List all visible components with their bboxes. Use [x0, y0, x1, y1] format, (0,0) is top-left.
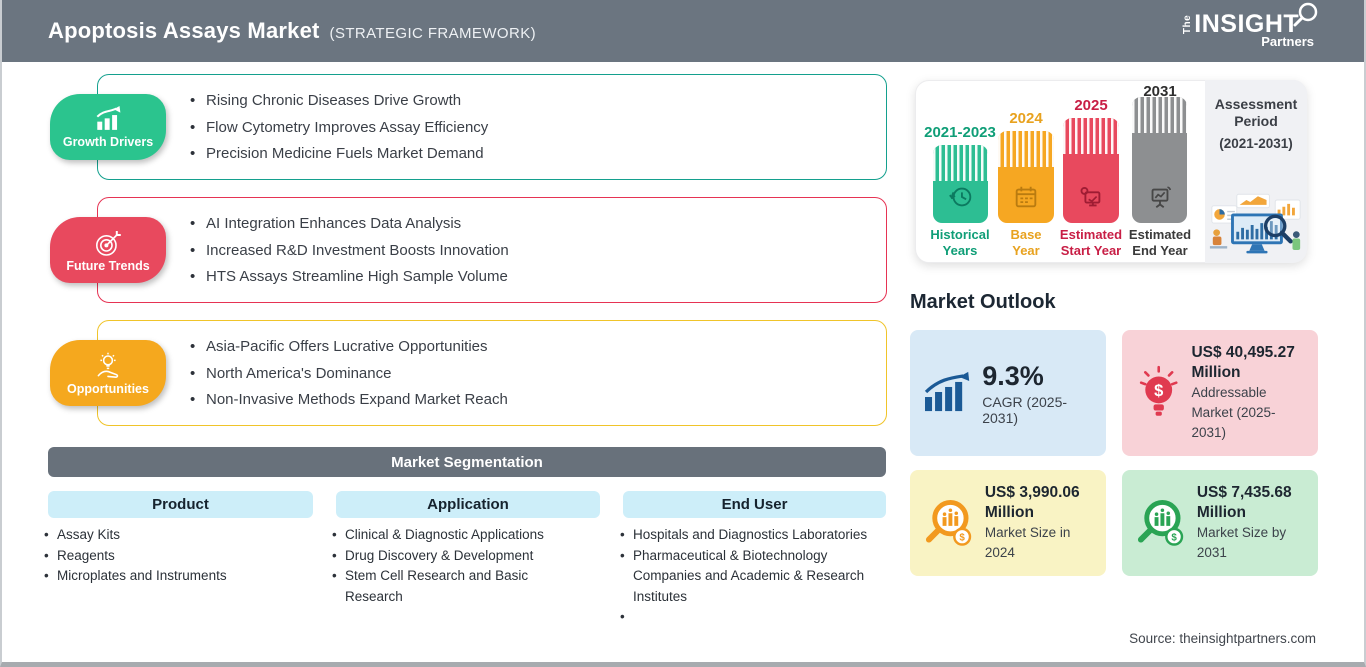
timeline-year-start: 2025	[1074, 97, 1108, 114]
insight-partners-logo: The INSIGHT Partners	[1178, 2, 1318, 49]
list-item: •Reagents	[44, 547, 115, 563]
assessment-period-range: (2021-2031)	[1219, 136, 1293, 151]
growth-drivers-badge: Growth Drivers	[50, 94, 166, 160]
timeline-year-end: 2031	[1143, 83, 1177, 100]
cagr-card: 9.3% CAGR (2025-2031)	[910, 330, 1106, 456]
application-list: •Clinical & Diagnostic Applications •Dru…	[332, 525, 577, 607]
timeline-bar-start	[1063, 118, 1119, 223]
list-item: •Flow Cytometry Improves Assay Efficienc…	[190, 118, 489, 136]
addressable-market-desc: Addressable Market (2025-2031)	[1191, 385, 1276, 440]
cagr-desc: CAGR (2025-2031)	[982, 393, 1068, 426]
logo-the-text: The	[1182, 14, 1194, 35]
assessment-period-line2: Period	[1234, 113, 1278, 129]
market-size-2024-card: $ US$ 3,990.06 Million Market Size in 20…	[910, 470, 1106, 576]
opportunities-badge: Opportunities	[50, 340, 166, 406]
list-item: •	[620, 609, 625, 624]
opportunities-label: Opportunities	[67, 381, 149, 396]
segment-header-product: Product	[48, 491, 313, 518]
page-title: Apoptosis Assays Market	[48, 18, 320, 43]
dollar-bulb-icon: $	[1139, 365, 1178, 416]
list-item: •HTS Assays Streamline High Sample Volum…	[190, 268, 508, 286]
growth-drivers-list: •Rising Chronic Diseases Drive Growth •F…	[190, 74, 875, 180]
calendar-icon	[1015, 186, 1037, 208]
opportunities-box	[97, 320, 887, 426]
timeline-bar-end	[1132, 97, 1187, 223]
cagr-value: 9.3%	[982, 360, 1044, 391]
list-item: •Non-Invasive Methods Expand Market Reac…	[190, 391, 508, 409]
timeline-year-historical: 2021-2023	[924, 124, 996, 141]
target-dart-icon	[96, 230, 121, 256]
header-bar: Apoptosis Assays Market (STRATEGIC FRAME…	[0, 0, 1366, 62]
monitor-gear-icon	[1080, 187, 1101, 207]
timeline-bar-historical	[933, 145, 988, 223]
addressable-market-value: US$ 40,495.27 Million	[1191, 344, 1295, 381]
source-attribution: Source: theinsightpartners.com	[1129, 631, 1316, 646]
history-clock-icon	[948, 187, 971, 207]
timeline-label-start: Estimated Start Year	[1059, 227, 1123, 258]
future-trends-box	[97, 197, 887, 303]
market-segmentation-header: Market Segmentation	[48, 447, 886, 477]
page-title-group: Apoptosis Assays Market (STRATEGIC FRAME…	[48, 0, 536, 62]
svg-text:$: $	[959, 533, 965, 544]
list-item: •Asia-Pacific Offers Lucrative Opportuni…	[190, 337, 488, 355]
list-item: •Microplates and Instruments	[44, 568, 227, 583]
timeline-label-base: Base Year	[1010, 227, 1042, 258]
market-outlook-title: Market Outlook	[910, 291, 1056, 313]
market-size-2024-value: US$ 3,990.06 Million	[984, 484, 1080, 521]
market-size-2024-desc: Market Size in 2024	[984, 525, 1071, 560]
presentation-chart-icon	[1151, 186, 1171, 209]
timeline-label-historical: Historical Years	[930, 227, 990, 258]
bulb-in-hand-icon	[97, 352, 119, 378]
market-size-2031-card: $ US$ 7,435.68 Million Market Size by 20…	[1122, 470, 1318, 576]
logo-insight-text: INSIGHT	[1194, 10, 1300, 38]
future-trends-list: •AI Integration Enhances Data Analysis •…	[190, 197, 875, 303]
list-item: •Rising Chronic Diseases Drive Growth	[190, 91, 462, 109]
growth-arrow-chart-icon	[924, 371, 970, 412]
page-subtitle: (STRATEGIC FRAMEWORK)	[329, 25, 536, 42]
list-item: •Clinical & Diagnostic Applications	[332, 527, 544, 542]
svg-text:$: $	[1154, 381, 1163, 400]
future-trends-badge: Future Trends	[50, 217, 166, 283]
market-size-2031-desc: Market Size by 2031	[1196, 525, 1287, 560]
list-item: •Increased R&D Investment Boosts Innovat…	[190, 241, 509, 259]
magnifier-chart-icon-green: $	[1137, 500, 1184, 546]
list-item: •North America's Dominance	[190, 364, 392, 382]
addressable-market-card: $ US$ 40,495.27 Million Addressable Mark…	[1122, 330, 1318, 456]
analytics-illustration	[1209, 193, 1301, 254]
segment-header-application: Application	[336, 491, 600, 518]
list-item: •Assay Kits	[44, 527, 121, 542]
growth-drivers-box	[97, 74, 887, 180]
logo-partners-text: Partners	[1261, 34, 1314, 49]
opportunities-list: •Asia-Pacific Offers Lucrative Opportuni…	[190, 320, 875, 426]
timeline-year-base: 2024	[1009, 110, 1043, 127]
list-item: •Precision Medicine Fuels Market Demand	[190, 145, 484, 163]
future-trends-label: Future Trends	[66, 258, 150, 273]
svg-text:$: $	[1171, 533, 1177, 544]
market-size-2031-value: US$ 7,435.68 Million	[1196, 484, 1292, 521]
assessment-period-line1: Assessment	[1214, 96, 1298, 112]
enduser-list: •Hospitals and Diagnostics Laboratories …	[620, 525, 886, 628]
list-item: •Hospitals and Diagnostics Laboratories	[620, 527, 868, 542]
timeline-bar-base	[998, 131, 1054, 223]
list-item: •AI Integration Enhances Data Analysis	[190, 214, 462, 232]
magnifier-icon	[1293, 2, 1318, 27]
magnifier-chart-icon-orange: $	[925, 500, 972, 546]
bar-chart-arrow-icon	[96, 105, 121, 130]
timeline-label-end: Estimated End Year	[1128, 227, 1192, 258]
list-item: •Stem Cell Research and Basic Research	[332, 568, 529, 604]
growth-drivers-label: Growth Drivers	[62, 134, 154, 149]
list-item: •Pharmaceutical & Biotechnology Companie…	[620, 547, 865, 604]
list-item: •Drug Discovery & Development	[332, 547, 534, 563]
segment-header-enduser: End User	[623, 491, 886, 518]
product-list: •Assay Kits •Reagents •Microplates and I…	[44, 525, 304, 587]
